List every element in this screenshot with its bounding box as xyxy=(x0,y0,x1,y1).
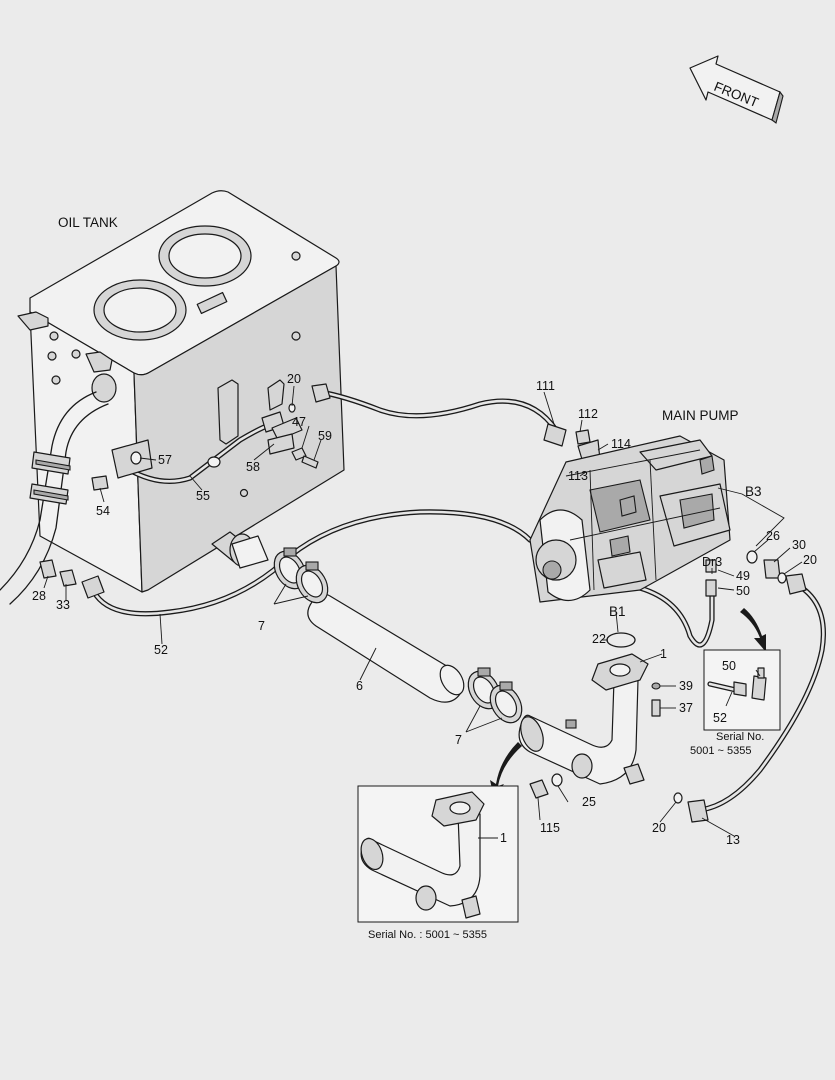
inset-bottom-serial: Serial No. : 5001 ~ 5355 xyxy=(368,929,487,941)
b3-indicator xyxy=(717,487,785,547)
callout-22: 22 xyxy=(592,632,606,646)
inset-serial-bottom xyxy=(357,785,519,923)
oil-tank xyxy=(17,190,345,593)
callout-6: 6 xyxy=(356,679,363,693)
inset-bottom-callout-1: 1 xyxy=(500,831,507,845)
b3-label: B3 xyxy=(745,484,762,499)
callout-113: 113 xyxy=(568,469,588,483)
inset-right-callout-52: 52 xyxy=(713,711,727,725)
callout-26: 26 xyxy=(766,529,780,543)
callout-13: 13 xyxy=(726,833,740,847)
callout-114: 114 xyxy=(611,437,631,451)
tank-suction-line xyxy=(0,391,109,605)
callout-52: 52 xyxy=(154,643,168,657)
callout-50: 50 xyxy=(736,584,750,598)
callout-7-lower: 7 xyxy=(455,733,462,747)
callout-39: 39 xyxy=(679,679,693,693)
leader-lines xyxy=(43,385,803,839)
callout-58: 58 xyxy=(246,460,260,474)
callout-59: 59 xyxy=(318,429,332,443)
detail-arrows xyxy=(490,608,766,798)
callout-28: 28 xyxy=(32,589,46,603)
inset-serial-right xyxy=(703,649,781,731)
main-pump-label: MAIN PUMP xyxy=(662,408,739,423)
inset-right-serial-range: 5001 ~ 5355 xyxy=(690,745,751,757)
inset-bottom-labels: 1 Serial No. : 5001 ~ 5355 xyxy=(368,831,507,941)
callout-1: 1 xyxy=(660,647,667,661)
inset-right-labels: 50 52 Serial No. 5001 ~ 5355 xyxy=(690,659,764,757)
inset-right-callout-50: 50 xyxy=(722,659,736,673)
callout-57: 57 xyxy=(158,453,172,467)
part-callouts: 20 47 59 57 58 55 54 28 33 52 111 112 11… xyxy=(32,372,817,847)
callout-20-lower: 20 xyxy=(652,821,666,835)
b1-label: B1 xyxy=(609,604,626,619)
callout-47: 47 xyxy=(292,415,306,429)
hose-clamps-lower xyxy=(467,667,523,724)
callout-54: 54 xyxy=(96,504,110,518)
callout-20: 20 xyxy=(287,372,301,386)
callout-112: 112 xyxy=(578,407,598,421)
drain-hose xyxy=(637,585,715,648)
main-pump xyxy=(529,435,731,603)
callout-49: 49 xyxy=(736,569,750,583)
callout-25: 25 xyxy=(582,795,596,809)
callout-55: 55 xyxy=(196,489,210,503)
small-fittings xyxy=(59,403,787,804)
front-direction-arrow: FRONT xyxy=(689,55,784,124)
callout-111: 111 xyxy=(536,379,555,393)
hose-clamps-upper xyxy=(273,547,329,604)
callout-115: 115 xyxy=(540,821,560,835)
oil-tank-label: OIL TANK xyxy=(58,215,118,230)
callout-37: 37 xyxy=(679,701,693,715)
labels: OIL TANK MAIN PUMP B1 B3 Dr3 xyxy=(58,215,762,619)
inset-right-serial-label: Serial No. xyxy=(716,731,764,743)
hose-13 xyxy=(687,573,826,823)
suction-elbow-1 xyxy=(518,653,649,785)
dr3-label: Dr3 xyxy=(702,555,722,569)
callout-7-upper: 7 xyxy=(258,619,265,633)
suction-tube-6 xyxy=(231,535,465,703)
callout-20-right: 20 xyxy=(803,553,817,567)
callout-30: 30 xyxy=(792,538,806,552)
hose-111 xyxy=(311,383,567,447)
callout-33: 33 xyxy=(56,598,70,612)
